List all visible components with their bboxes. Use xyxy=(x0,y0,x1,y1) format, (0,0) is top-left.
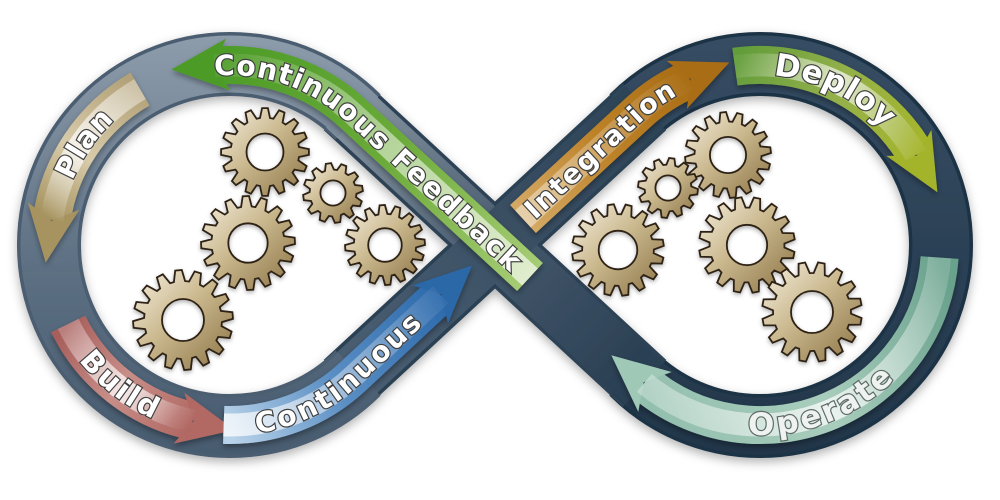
gear-icon xyxy=(698,196,796,294)
deploy-arrow xyxy=(732,45,938,193)
gear-icon xyxy=(637,157,699,219)
gear-icon xyxy=(761,261,863,363)
gear-icon xyxy=(571,203,665,297)
operate-arrow xyxy=(611,256,959,444)
gear-icon xyxy=(684,111,772,199)
gears-group xyxy=(132,107,863,371)
plan-arrow xyxy=(27,72,150,263)
gear-icon xyxy=(220,107,310,197)
gear-icon xyxy=(344,204,426,286)
stage-arrows xyxy=(27,38,959,444)
build-arrow xyxy=(51,315,235,444)
continuous-arrow xyxy=(223,265,472,444)
continuous-feedback-arrow xyxy=(171,38,543,291)
integration-arrow xyxy=(510,60,730,233)
gear-icon xyxy=(200,195,296,291)
gear-icon xyxy=(132,269,234,371)
gear-icon xyxy=(302,162,364,224)
